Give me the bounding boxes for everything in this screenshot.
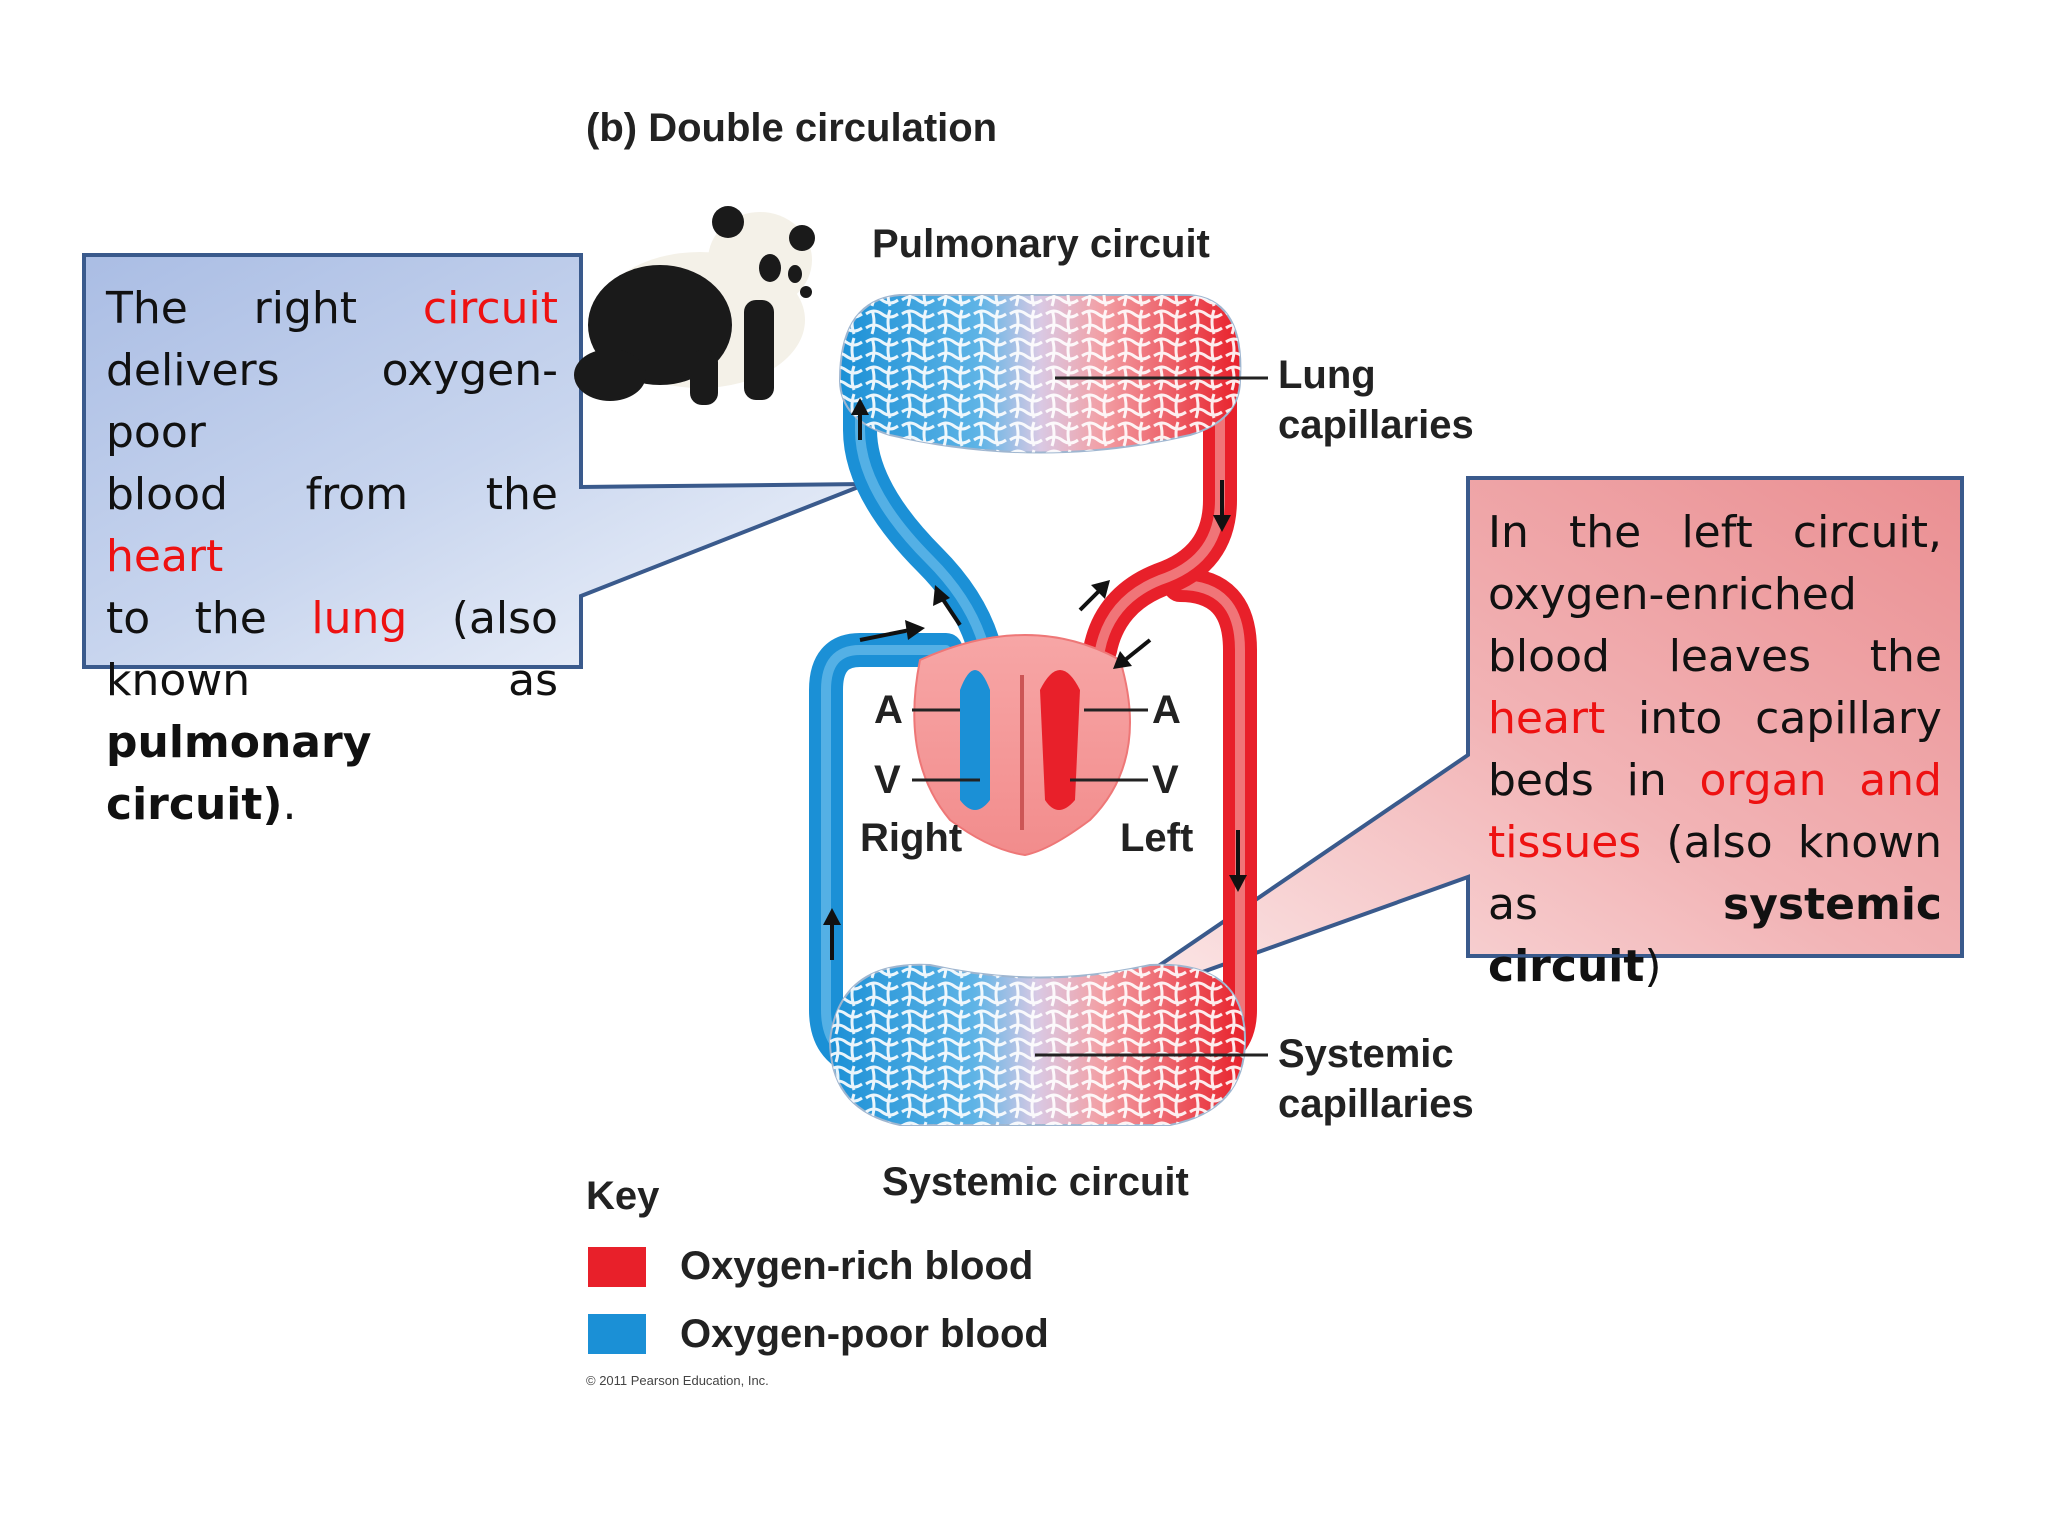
- callout-right-line-5: beds in organ and: [1488, 750, 1942, 812]
- callout-right-word: leaves: [1668, 631, 1811, 682]
- callout-right-word: ): [1644, 941, 1662, 992]
- callout-left-word: to: [106, 593, 151, 644]
- callout-left-line-6: circuit).: [106, 774, 558, 836]
- key-label-oxygen-poor: Oxygen-poor blood: [680, 1312, 1049, 1356]
- callout-left-line-4: to the lung (also: [106, 588, 558, 650]
- callout-left-word: right: [253, 283, 358, 334]
- ventricle-left-label: V: [1152, 758, 1179, 802]
- callout-left-highlight: circuit: [422, 283, 558, 334]
- lung-capillaries-label-1: Lung: [1278, 353, 1376, 397]
- callout-right-word: left: [1681, 507, 1753, 558]
- callout-left-word: The: [106, 283, 188, 334]
- callout-right-text: In the left circuit, oxygen-enriched blo…: [1488, 502, 1942, 998]
- callout-left-word: blood from the: [106, 469, 558, 520]
- callout-right-line-4: heart into capillary: [1488, 688, 1942, 750]
- chamber-pointer-lines: [912, 708, 1148, 782]
- callout-right-line-3: blood leaves the: [1488, 626, 1942, 688]
- callout-left-line-3: blood from the heart: [106, 464, 558, 588]
- callout-right-word: known: [1797, 817, 1942, 868]
- systemic-capillary-bed: [828, 963, 1247, 1126]
- atrium-right-label: A: [874, 688, 903, 732]
- callout-left-word: .: [282, 779, 297, 830]
- heart: [913, 634, 1131, 857]
- callout-left-line-5: known as pulmonary: [106, 650, 558, 774]
- callout-right-word: the: [1569, 507, 1642, 558]
- callout-right-word: beds: [1488, 755, 1594, 806]
- callout-left-line-1: The right circuit: [106, 278, 558, 340]
- callout-right-word: capillary: [1755, 693, 1942, 744]
- lung-capillaries-label-2: capillaries: [1278, 403, 1474, 447]
- panda-icon: [574, 206, 815, 405]
- callout-left-word: known as: [106, 655, 558, 706]
- callout-right-word: into: [1638, 693, 1723, 744]
- callout-left-word: the: [194, 593, 267, 644]
- callout-right-line-7: as systemic circuit): [1488, 874, 1942, 998]
- callout-right-word: blood: [1488, 631, 1610, 682]
- flow-arrows: [823, 398, 1247, 960]
- key-swatch-oxygen-rich: [588, 1247, 646, 1287]
- callout-right-word: In: [1488, 507, 1529, 558]
- key-title: Key: [586, 1174, 660, 1218]
- capillary-pointer-lines: [1035, 376, 1268, 1057]
- callout-left-highlight: lung: [311, 593, 408, 644]
- callout-left-line-2: delivers oxygen-poor: [106, 340, 558, 464]
- callout-right-highlight: heart: [1488, 693, 1606, 744]
- callout-right-bold: systemic circuit: [1488, 879, 1942, 992]
- callout-right-box: [1089, 476, 1964, 1014]
- callout-left-word: oxygen-poor: [106, 345, 558, 458]
- callout-right-highlight: tissues: [1488, 817, 1642, 868]
- callout-left-bold: circuit): [106, 779, 283, 830]
- callout-right-word: in: [1626, 755, 1667, 806]
- callout-left-bold: pulmonary: [106, 717, 372, 768]
- callout-right-word: the: [1869, 631, 1942, 682]
- ventricle-right-label: V: [874, 758, 901, 802]
- callout-right-line-1: In the left circuit,: [1488, 502, 1942, 564]
- callout-right-word: (also: [1666, 817, 1773, 868]
- key-label-oxygen-rich: Oxygen-rich blood: [680, 1244, 1034, 1288]
- callout-right-highlight: and: [1859, 755, 1942, 806]
- atrium-left-label: A: [1152, 688, 1181, 732]
- callout-left-text: The right circuit delivers oxygen-poor b…: [106, 278, 558, 836]
- callout-right-line-6: tissues (also known: [1488, 812, 1942, 874]
- callout-right-word: as: [1488, 879, 1538, 930]
- callout-right-word: circuit,: [1792, 507, 1942, 558]
- callout-right-word: oxygen-enriched: [1488, 569, 1857, 620]
- pulmonary-vein: [1083, 363, 1237, 667]
- systemic-capillaries-label-1: Systemic: [1278, 1032, 1454, 1076]
- pulmonary-circuit-label: Pulmonary circuit: [872, 222, 1210, 266]
- callout-left-word: (also: [451, 593, 558, 644]
- key-swatch-oxygen-poor: [588, 1314, 646, 1354]
- diagram-title: (b) Double circulation: [586, 106, 998, 150]
- callout-right-highlight: organ: [1699, 755, 1827, 806]
- left-label: Left: [1120, 816, 1194, 860]
- callout-left-word: delivers: [106, 345, 280, 396]
- systemic-capillaries-label-2: capillaries: [1278, 1082, 1474, 1126]
- systemic-circuit-label: Systemic circuit: [882, 1160, 1189, 1204]
- copyright-notice: © 2011 Pearson Education, Inc.: [586, 1373, 769, 1388]
- lung-capillary-bed: [838, 294, 1242, 454]
- callout-left-box: [82, 253, 867, 669]
- right-label: Right: [860, 816, 963, 860]
- callout-left-highlight: heart: [106, 531, 224, 582]
- callout-right-line-2: oxygen-enriched: [1488, 564, 1942, 626]
